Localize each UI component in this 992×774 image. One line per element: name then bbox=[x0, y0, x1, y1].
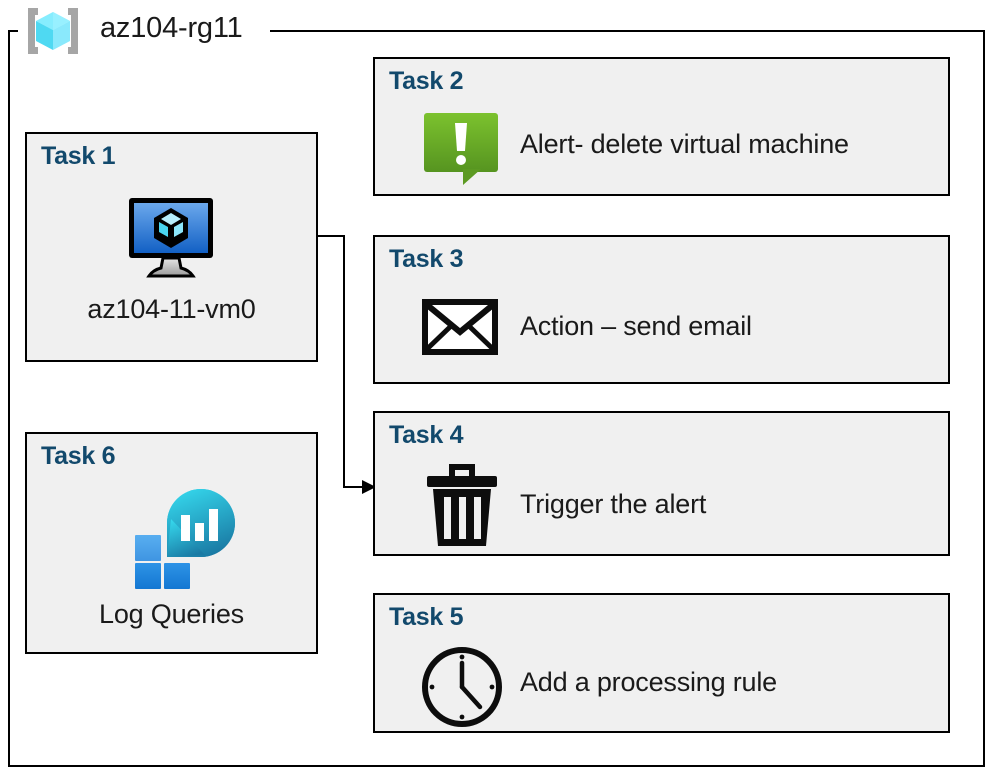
log-analytics-icon bbox=[127, 489, 242, 589]
card-task-5[interactable]: Task 5 Add a processing rule bbox=[373, 593, 950, 733]
connector-segment-horizontal-bottom bbox=[343, 486, 367, 488]
card-task-1-title: Task 1 bbox=[41, 142, 116, 170]
card-task-2-title: Task 2 bbox=[389, 67, 464, 95]
card-task-5-title: Task 5 bbox=[389, 603, 464, 631]
card-task-1[interactable]: Task 1 bbox=[25, 132, 318, 362]
trash-can-icon bbox=[425, 460, 499, 550]
arrowhead-right-icon bbox=[362, 478, 378, 496]
card-task-5-label: Add a processing rule bbox=[520, 667, 777, 697]
card-task-4-label: Trigger the alert bbox=[520, 489, 707, 519]
resource-group-cube-icon bbox=[22, 4, 84, 58]
card-task-6-title: Task 6 bbox=[41, 442, 116, 470]
alert-exclamation-bubble-icon bbox=[423, 111, 501, 185]
resource-group-frame bbox=[8, 30, 985, 767]
card-task-3[interactable]: Task 3 Action – send email bbox=[373, 235, 950, 384]
connector-segment-vertical bbox=[343, 235, 345, 488]
card-task-6[interactable]: Task 6 bbox=[25, 432, 318, 654]
card-task-4[interactable]: Task 4 Trigger the alert bbox=[373, 411, 950, 556]
card-task-4-title: Task 4 bbox=[389, 421, 464, 449]
card-task-3-label: Action – send email bbox=[520, 311, 752, 341]
card-task-2-label: Alert- delete virtual machine bbox=[520, 129, 849, 159]
card-task-6-label: Log Queries bbox=[99, 599, 244, 629]
envelope-icon bbox=[422, 299, 498, 355]
card-task-3-title: Task 3 bbox=[389, 245, 464, 273]
resource-group-title-gap bbox=[18, 20, 270, 42]
card-task-1-label: az104-11-vm0 bbox=[87, 294, 256, 324]
resource-group-name: az104-rg11 bbox=[100, 12, 243, 44]
clock-icon bbox=[420, 645, 504, 729]
card-task-2[interactable]: Task 2 Alert- delete virtual machine bbox=[373, 57, 950, 196]
virtual-machine-icon bbox=[125, 196, 220, 281]
